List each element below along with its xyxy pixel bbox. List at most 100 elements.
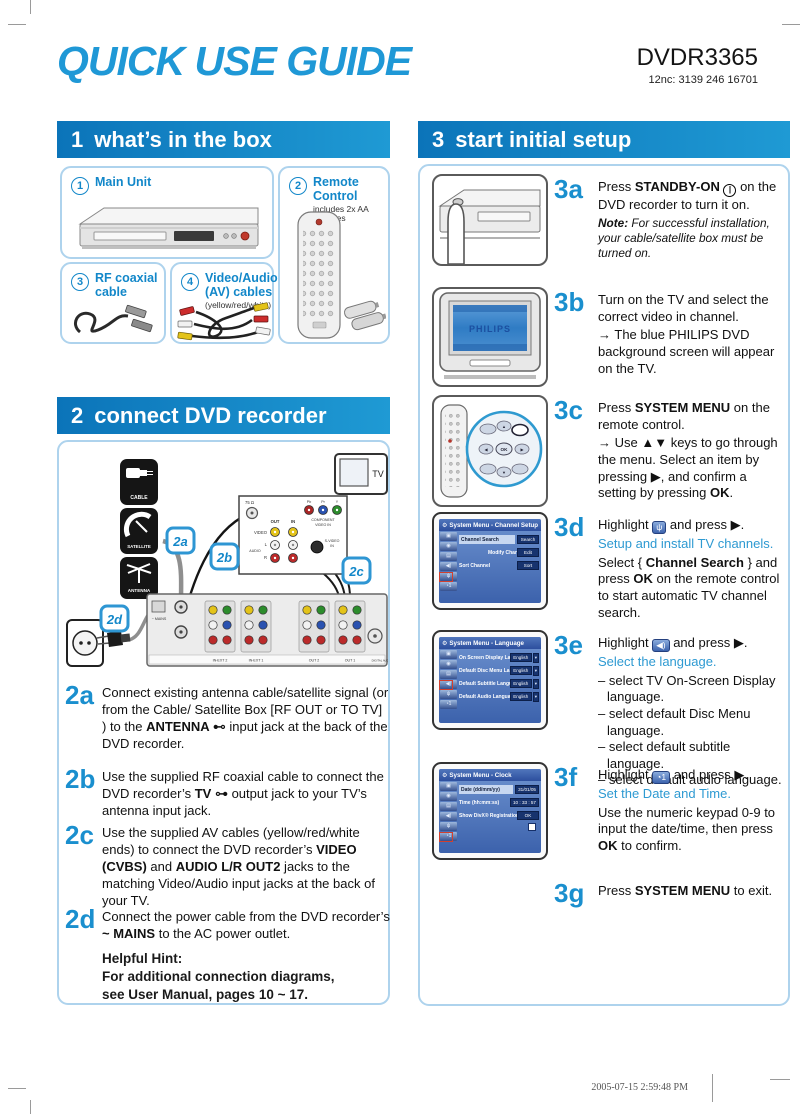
- item-number: 2: [289, 177, 307, 195]
- power-outlet: [66, 619, 104, 667]
- dropdown-arrow-icon: ▾: [532, 665, 539, 676]
- svg-text:L: L: [265, 542, 268, 547]
- svg-text:DIGITAL AUDIO OUT: DIGITAL AUDIO OUT: [372, 659, 388, 663]
- badge-2c: 2c: [341, 556, 372, 585]
- setup-panel: 3a Press STANDBY-ON | on the DVD recorde…: [418, 164, 790, 1006]
- svg-text:VIDEO: VIDEO: [254, 530, 268, 535]
- section1-title: what’s in the box: [94, 126, 272, 152]
- satellite-source-badge: SATELLITE: [120, 508, 158, 554]
- section1-number: 1: [71, 126, 84, 152]
- main-unit-label: Main Unit: [95, 175, 152, 189]
- model-number: DVDR3365: [636, 44, 758, 71]
- menu-row: Date (dd/mm/yy)31/01/05: [459, 784, 539, 795]
- menu-sidebar: ▣ ◉ ▤ ◀) ψ ◔1: [439, 531, 457, 603]
- tv-back-panel: 75 Ω Pb Pr Y COMPONENT VIDEO IN OUT IN V…: [238, 495, 348, 575]
- standby-icon: |: [723, 184, 737, 197]
- remote-zoom-illustration: ▲ ◀ OK ▶ ▼: [440, 404, 543, 498]
- step-3e-main: Highlight ◀) and press ▶.: [598, 635, 748, 652]
- screen-title: ⚙ System Menu - Channel Setup: [439, 519, 541, 531]
- menu-tile: ◀): [440, 562, 457, 571]
- helpful-hint: Helpful Hint: For additional connection …: [102, 950, 335, 1003]
- gear-icon: ⚙: [442, 772, 448, 779]
- crop-mark: [8, 1088, 26, 1089]
- section2-title: connect DVD recorder: [94, 402, 327, 428]
- crop-mark: [30, 1100, 31, 1114]
- av-cable-illustration: [177, 302, 271, 341]
- main-unit-illustration: [78, 207, 259, 249]
- svg-text:AUDIO: AUDIO: [249, 549, 261, 553]
- svg-text:◀: ◀: [484, 447, 488, 452]
- badge-2a: 2a: [165, 526, 196, 555]
- step-3c-main: Press SYSTEM MENU on the remote control.: [598, 400, 770, 432]
- step-3f-text: Highlight ◔1 and press ▶. Set the Date a…: [598, 767, 784, 857]
- tv: TV: [334, 453, 388, 495]
- svg-text:IN-EXT 1: IN-EXT 1: [249, 659, 264, 663]
- menu-tile: ψ: [440, 690, 457, 699]
- step-2a-number: 2a: [65, 680, 94, 710]
- step-3e-bullet: – select default audio language.: [598, 772, 782, 788]
- menu-tile: ◀): [440, 812, 457, 821]
- clock-menu-icon: ◔1: [652, 771, 671, 784]
- step-2a-text: Connect existing antenna cable/satellite…: [102, 685, 389, 751]
- clock-menu-tile: ◔1: [440, 832, 457, 841]
- tv-figure: PHILIPS: [432, 287, 548, 387]
- menu-row: Default Subtitle LanguageEnglish▾: [459, 678, 539, 689]
- gear-icon: ⚙: [442, 522, 448, 529]
- connection-diagram: CABLE SATELLITE ANTENNA: [66, 453, 388, 667]
- crop-mark: [30, 0, 31, 14]
- step-3g-text: Press SYSTEM MENU to exit.: [598, 883, 784, 902]
- step-3f-main: Highlight ◔1 and press ▶.: [598, 767, 749, 784]
- menu-rows: Date (dd/mm/yy)31/01/05 Time (hh:mm:ss)1…: [457, 781, 541, 853]
- svg-text:S-VIDEO: S-VIDEO: [325, 539, 340, 543]
- svg-text:OK: OK: [501, 447, 509, 452]
- badge-2b: 2b: [209, 542, 240, 571]
- step-3f-number: 3f: [554, 762, 578, 792]
- step-2c-text: Use the supplied AV cables (yellow/red/w…: [102, 825, 375, 908]
- print-timestamp: 2005-07-15 2:59:48 PM: [591, 1082, 688, 1093]
- svg-text:PHILIPS: PHILIPS: [469, 324, 511, 334]
- svg-text:TV: TV: [372, 469, 384, 479]
- menu-tile: ▤: [440, 802, 457, 811]
- step-2d-number: 2d: [65, 904, 96, 934]
- clock-menu-tile: ◔1: [440, 700, 457, 709]
- step-2c-number: 2c: [65, 820, 94, 850]
- rf-cable-illustration: [74, 304, 153, 334]
- step-3d-text: Highlight ψ and press ▶. Setup and insta…: [598, 517, 784, 623]
- svg-text:R: R: [264, 555, 267, 560]
- step-3e-bullet: – select default subtitle language.: [598, 739, 731, 771]
- page-title: QUICK USE GUIDE: [57, 38, 412, 84]
- step-3c-detail: → Use ▲▼ keys to go through the menu. Se…: [598, 435, 778, 501]
- svg-text:COMPONENT: COMPONENT: [311, 518, 335, 522]
- svg-text:2b: 2b: [216, 550, 232, 565]
- svg-text:Y: Y: [336, 500, 339, 504]
- crop-mark: [712, 1074, 713, 1102]
- menu-tile: ◉: [440, 792, 457, 801]
- step-3e-bullet: – select default Disc Menu language.: [598, 705, 751, 738]
- menu-tile: ▣: [440, 782, 457, 791]
- menu-tile: ▣: [440, 532, 457, 541]
- svg-text:IN: IN: [330, 544, 334, 548]
- channel-menu-icon: ψ: [652, 521, 667, 534]
- jack-group-out1: [334, 600, 366, 653]
- audio-menu-icon: ◀): [652, 639, 670, 652]
- step-3g-number: 3g: [554, 878, 585, 908]
- screen-title: ⚙ System Menu - Language: [439, 637, 541, 649]
- step-2b-text: Use the supplied RF coaxial cable to con…: [102, 769, 384, 818]
- step-3d-number: 3d: [554, 512, 585, 542]
- av-cables-sub: (yellow/red/white): [205, 299, 272, 310]
- audio-menu-tile: ◀): [440, 680, 457, 689]
- section2-header: 2 connect DVD recorder: [57, 397, 390, 434]
- step-3f-accent: Set the Date and Time.: [598, 786, 731, 801]
- jack-group-in-ext2: [204, 600, 236, 653]
- svg-text:IN-EXT 2: IN-EXT 2: [213, 659, 228, 663]
- menu-tile: ▤: [440, 670, 457, 679]
- menu-tile: ψ: [440, 822, 457, 831]
- step-3e-text: Highlight ◀) and press ▶. Select the lan…: [598, 635, 784, 789]
- language-screen: ⚙ System Menu - Language ▣ ◉ ▤ ◀) ψ ◔1: [439, 637, 541, 723]
- highlight-box: [439, 832, 453, 842]
- menu-tile: ◉: [440, 542, 457, 551]
- step-3b-result: → The blue PHILIPS DVD background screen…: [598, 327, 775, 376]
- step-3e-accent: Select the language.: [598, 654, 717, 669]
- power-plug: [96, 631, 131, 647]
